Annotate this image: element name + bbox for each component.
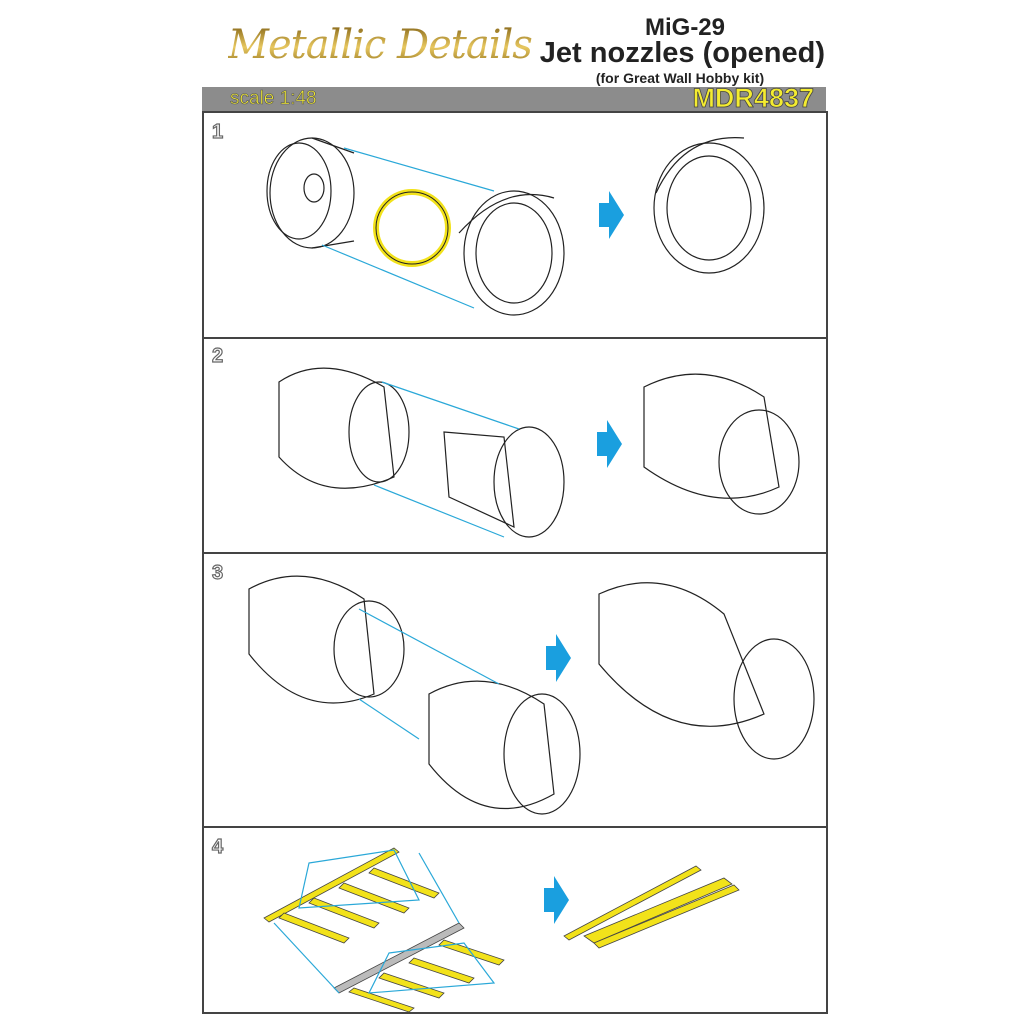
step-4-diagram xyxy=(263,847,740,1012)
step-1-diagram xyxy=(266,137,765,316)
product-subtitle: (for Great Wall Hobby kit) xyxy=(595,70,765,86)
step-number: 2 xyxy=(211,344,224,367)
model-title: MiG-29 xyxy=(644,14,725,41)
arrow-icon xyxy=(546,634,571,682)
step-number: 1 xyxy=(211,120,224,143)
step-2-diagram xyxy=(278,367,800,538)
step-3-panel: 3 xyxy=(202,554,828,828)
brand-logo: Metallic Details xyxy=(228,22,533,68)
step-4-panel: 4 xyxy=(202,828,828,1014)
arrow-icon xyxy=(599,191,624,239)
product-code: MDR4837 xyxy=(692,83,814,114)
product-title: Jet nozzles (opened) xyxy=(539,37,825,69)
arrow-icon xyxy=(544,876,569,924)
step-number: 4 xyxy=(211,835,224,858)
step-1-panel: 1 xyxy=(202,111,828,339)
arrow-icon xyxy=(597,420,622,468)
step-2-panel: 2 xyxy=(202,337,828,554)
step-3-diagram xyxy=(248,575,815,815)
step-number: 3 xyxy=(211,561,224,584)
info-bar: scale 1:48 MDR4837 xyxy=(202,83,826,113)
scale-label: scale 1:48 xyxy=(230,88,317,110)
